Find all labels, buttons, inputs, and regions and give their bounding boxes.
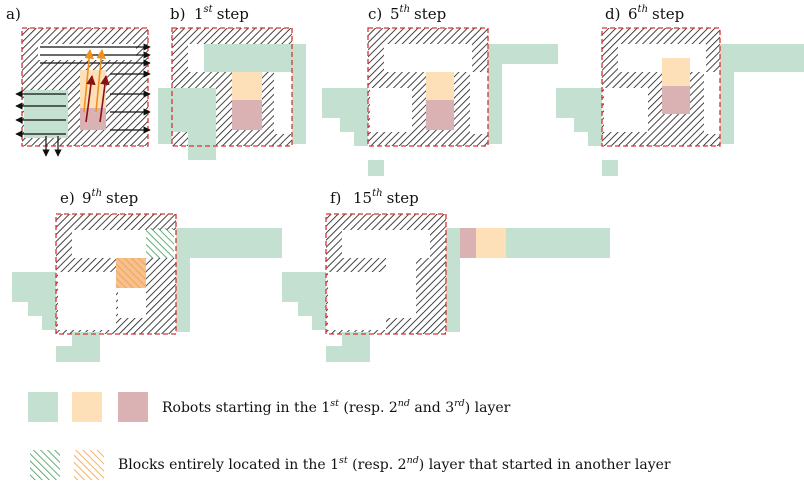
panel-b	[158, 27, 306, 160]
panel-c	[322, 27, 558, 176]
svg-text:f): f)	[330, 189, 341, 207]
svg-text:c): c)	[368, 5, 382, 23]
legend-swatch-layer1	[28, 392, 58, 422]
legend: Robots starting in the 1st (resp. 2nd an…	[28, 392, 671, 480]
legend-swatch-layer3	[118, 392, 148, 422]
panel-label-a: a)	[6, 5, 21, 23]
svg-text:d): d)	[605, 5, 620, 23]
svg-text:a): a)	[6, 5, 21, 23]
panel-f	[282, 213, 610, 362]
panel-d	[556, 27, 804, 176]
svg-text:b): b)	[170, 5, 185, 23]
panel-e	[12, 213, 282, 362]
legend-robots-text: Robots starting in the 1st (resp. 2nd an…	[162, 398, 511, 416]
legend-swatch-hatch-layer1	[30, 450, 60, 480]
legend-swatch-layer2	[72, 392, 102, 422]
legend-blocks-text: Blocks entirely located in the 1st (resp…	[118, 455, 671, 473]
legend-swatch-hatch-layer2	[74, 450, 104, 480]
svg-text:e): e)	[60, 189, 75, 207]
panel-a	[15, 27, 151, 157]
